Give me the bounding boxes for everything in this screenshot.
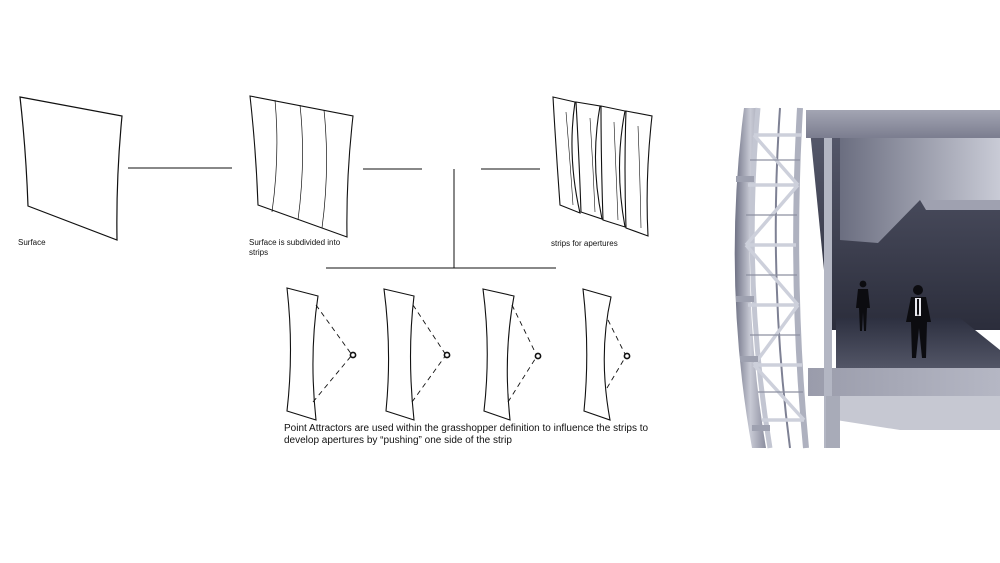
label-point-attractors: Point Attractors are used within the gra… (284, 423, 649, 446)
aperture-strips-panel (552, 96, 653, 237)
attractor-strip-4 (582, 288, 631, 421)
label-subdivided: Surface is subdivided into strips (249, 238, 341, 257)
surface-panel (19, 96, 123, 241)
attractor-strip-1 (286, 287, 357, 421)
attractor-strip-2 (383, 288, 451, 421)
person-silhouette-large (906, 285, 931, 358)
label-surface: Surface (18, 238, 46, 247)
person-silhouette-small (856, 280, 870, 331)
label-apertures: strips for apertures (551, 239, 618, 248)
subdivided-surface-panel (249, 95, 354, 238)
attractor-strip-3 (482, 288, 542, 421)
building-section-render (734, 107, 1000, 449)
branch-connector (326, 169, 556, 269)
